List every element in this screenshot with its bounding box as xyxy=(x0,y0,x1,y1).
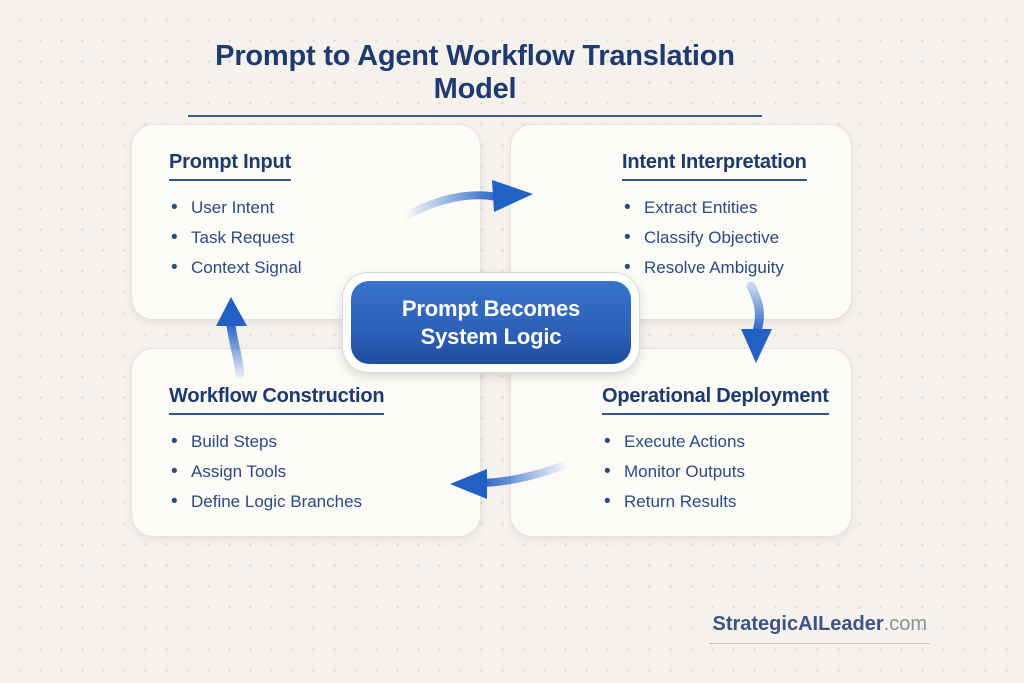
bullet-dot-icon: • xyxy=(604,431,611,452)
list-item: • Classify Objective xyxy=(622,223,851,253)
card-heading-prompt-input: Prompt Input xyxy=(169,151,291,181)
bullet-text: Return Results xyxy=(624,492,737,511)
bullet-dot-icon: • xyxy=(171,491,178,512)
bullet-text: User Intent xyxy=(191,198,275,217)
list-item: • Execute Actions xyxy=(602,427,851,457)
card-heading-operational-deployment: Operational Deployment xyxy=(602,385,829,415)
list-item: • Task Request xyxy=(169,223,480,253)
bullet-dot-icon: • xyxy=(624,227,631,248)
bullet-dot-icon: • xyxy=(171,257,178,278)
list-item: • Context Signal xyxy=(169,253,480,283)
bullet-dot-icon: • xyxy=(171,431,178,452)
bullet-dot-icon: • xyxy=(171,461,178,482)
center-callout: Prompt Becomes System Logic xyxy=(342,272,640,373)
center-callout-line1: Prompt Becomes xyxy=(401,295,581,321)
list-item: • Build Steps xyxy=(169,427,480,457)
footer-watermark: StrategicAILeader.com xyxy=(709,613,930,644)
bullet-text: Monitor Outputs xyxy=(624,462,745,481)
bullet-text: Define Logic Branches xyxy=(191,492,363,511)
bullet-dot-icon: • xyxy=(604,461,611,482)
list-item: • Monitor Outputs xyxy=(602,457,851,487)
footer-suffix: .com xyxy=(883,613,927,635)
bullet-text: Build Steps xyxy=(191,432,277,451)
bullet-text: Resolve Ambiguity xyxy=(644,258,784,277)
list-item: • Resolve Ambiguity xyxy=(622,253,851,283)
bullet-text: Assign Tools xyxy=(191,462,287,481)
bullet-list-operational-deployment: • Execute Actions • Monitor Outputs • Retur… xyxy=(602,427,851,517)
center-callout-label: Prompt Becomes System Logic xyxy=(351,281,631,364)
bullet-dot-icon: • xyxy=(624,197,631,218)
footer-brand: StrategicAILeader xyxy=(712,613,884,635)
card-heading-intent-interpretation: Intent Interpretation xyxy=(622,151,807,181)
list-item: • User Intent xyxy=(169,193,480,223)
card-workflow-construction: Workflow Construction • Build Steps • Assi… xyxy=(131,348,481,537)
list-item: • Assign Tools xyxy=(169,457,480,487)
list-item: • Return Results xyxy=(602,487,851,517)
bullet-dot-icon: • xyxy=(604,491,611,512)
bullet-text: Classify Objective xyxy=(644,228,780,247)
bullet-list-intent-interpretation: • Extract Entities • Classify Objective • R… xyxy=(622,193,851,283)
bullet-text: Context Signal xyxy=(191,258,302,277)
list-item: • Define Logic Branches xyxy=(169,487,480,517)
bullet-dot-icon: • xyxy=(171,197,178,218)
bullet-list-prompt-input: • User Intent • Task Request • Context Sign… xyxy=(169,193,480,283)
page-title: Prompt to Agent Workflow Translation Mod… xyxy=(188,40,762,117)
list-item: • Extract Entities xyxy=(622,193,851,223)
bullet-list-workflow-construction: • Build Steps • Assign Tools • Define Logic… xyxy=(169,427,480,517)
card-prompt-input: Prompt Input • User Intent • Task Request … xyxy=(131,124,481,320)
card-operational-deployment: Operational Deployment • Execute Actions … xyxy=(510,348,852,537)
bullet-dot-icon: • xyxy=(624,257,631,278)
bullet-text: Execute Actions xyxy=(624,432,745,451)
bullet-text: Extract Entities xyxy=(644,198,758,217)
title-block: Prompt to Agent Workflow Translation Mod… xyxy=(188,40,762,117)
bullet-dot-icon: • xyxy=(171,227,178,248)
bullet-text: Task Request xyxy=(191,228,294,247)
center-callout-line2: System Logic xyxy=(420,323,562,349)
card-heading-workflow-construction: Workflow Construction xyxy=(169,385,385,415)
